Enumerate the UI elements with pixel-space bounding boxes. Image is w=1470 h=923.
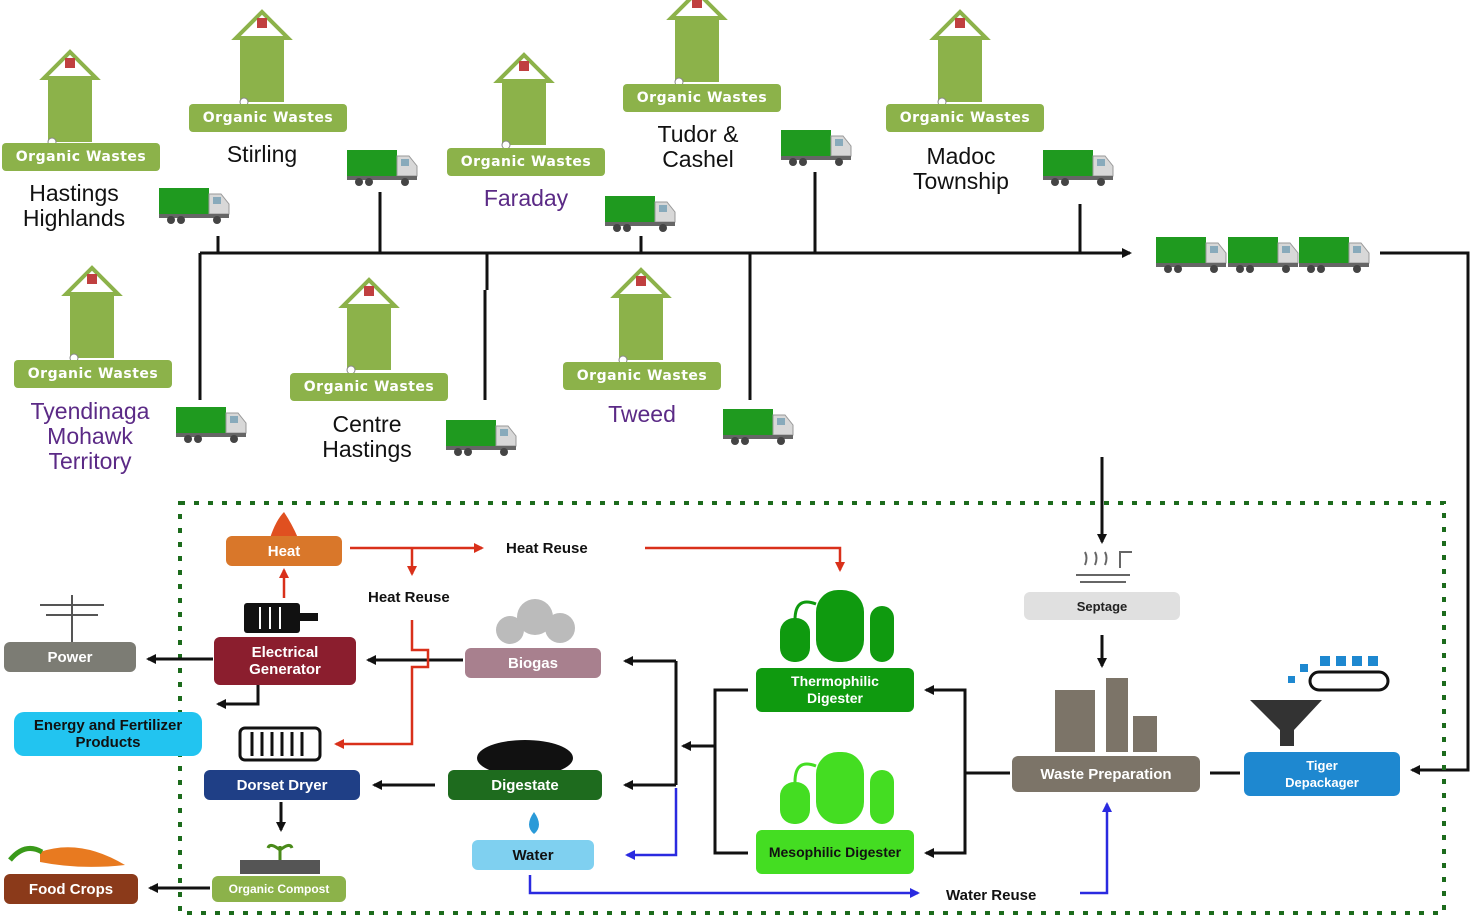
bin-label-stirling: Organic Wastes: [189, 104, 347, 132]
bin-icon: [669, 0, 725, 88]
bin-icon: [234, 10, 290, 108]
bin-icon: [341, 278, 397, 376]
town-centre-hastings: Centre Hastings: [322, 411, 412, 462]
bin-label-faraday: Organic Wastes: [447, 148, 605, 176]
thermophilic-digester-box: Thermophilic Digester: [756, 668, 914, 712]
town-tyendinaga: Tyendinaga Mohawk Territory: [30, 398, 150, 474]
truck-icon: [604, 195, 676, 233]
truck-icon: [780, 129, 852, 167]
bin-icon: [932, 10, 988, 108]
carrot-icon: [8, 845, 125, 867]
waste-preparation-tanks-icon: [1055, 678, 1157, 752]
bin-label-tudor-cashel: Organic Wastes: [623, 84, 781, 112]
collection-lines: [198, 172, 1470, 775]
dryer-icon: [238, 726, 322, 762]
biogas-box: Biogas: [465, 648, 601, 678]
town-hastings-highlands: Hastings Highlands: [22, 180, 126, 231]
digestate-box: Digestate: [448, 770, 602, 800]
mesophilic-digester-box: Mesophilic Digester: [756, 830, 914, 874]
septage-icon: [1076, 551, 1132, 583]
digestate-pile-icon: [477, 740, 573, 776]
food-crops-box: Food Crops: [4, 874, 138, 904]
town-tudor-cashel: Tudor & Cashel: [657, 121, 739, 172]
bin-label-centre-hastings: Organic Wastes: [290, 373, 448, 401]
sprout-icon: [240, 843, 320, 874]
depackager-icon: [1250, 656, 1390, 746]
town-madoc-township: Madoc Township: [913, 143, 1009, 194]
bin-icon: [64, 266, 120, 364]
power-box: Power: [4, 642, 136, 672]
truck-icon: [158, 187, 230, 225]
truck-icon: [1298, 236, 1370, 274]
process-arrows: [146, 654, 1240, 893]
dorset-dryer-box: Dorset Dryer: [204, 770, 360, 800]
water-box: Water: [472, 840, 594, 870]
mesophilic-digester-icon: [780, 752, 894, 824]
thermophilic-digester-icon: [780, 590, 894, 662]
truck-icon: [346, 149, 418, 187]
power-pole-icon: [40, 595, 104, 642]
organic-compost-box: Organic Compost: [212, 876, 346, 902]
water-reuse-label: Water Reuse: [946, 887, 1037, 904]
truck-icon: [175, 406, 247, 444]
heat-arrows: [279, 543, 845, 749]
bin-icon: [42, 50, 98, 148]
biogas-cloud-icon: [496, 599, 575, 644]
plant-boundary: [178, 501, 1446, 915]
heat-reuse-label-top: Heat Reuse: [506, 540, 588, 557]
bin-label-tweed: Organic Wastes: [563, 362, 721, 390]
flame-icon: [270, 512, 298, 538]
motor-icon: [244, 603, 318, 633]
truck-icon: [1155, 236, 1227, 274]
energy-fertilizer-box: Energy and Fertilizer Products: [14, 712, 202, 756]
bin-icon: [496, 53, 552, 151]
waste-preparation-box: Waste Preparation: [1012, 756, 1200, 792]
heat-box: Heat: [226, 536, 342, 566]
bin-icon: [613, 268, 669, 366]
tiger-depackager-box: Tiger Depackager: [1244, 752, 1400, 796]
bin-label-madoc: Organic Wastes: [886, 104, 1044, 132]
heat-reuse-label-mid: Heat Reuse: [368, 589, 450, 606]
truck-icons: [158, 129, 1370, 457]
truck-icon: [1227, 236, 1299, 274]
truck-icon: [722, 408, 794, 446]
town-stirling: Stirling: [226, 141, 298, 167]
town-faraday: Faraday: [483, 185, 569, 211]
electrical-generator-box: Electrical Generator: [214, 637, 356, 685]
truck-icon: [445, 419, 517, 457]
bin-label-hastings-highlands: Organic Wastes: [2, 143, 160, 171]
truck-icon: [1042, 149, 1114, 187]
town-tweed: Tweed: [608, 401, 676, 427]
bin-label-tyendinaga: Organic Wastes: [14, 360, 172, 388]
water-drop-icon: [529, 812, 539, 834]
septage-box: Septage: [1024, 592, 1180, 620]
water-arrows: [528, 788, 1112, 898]
